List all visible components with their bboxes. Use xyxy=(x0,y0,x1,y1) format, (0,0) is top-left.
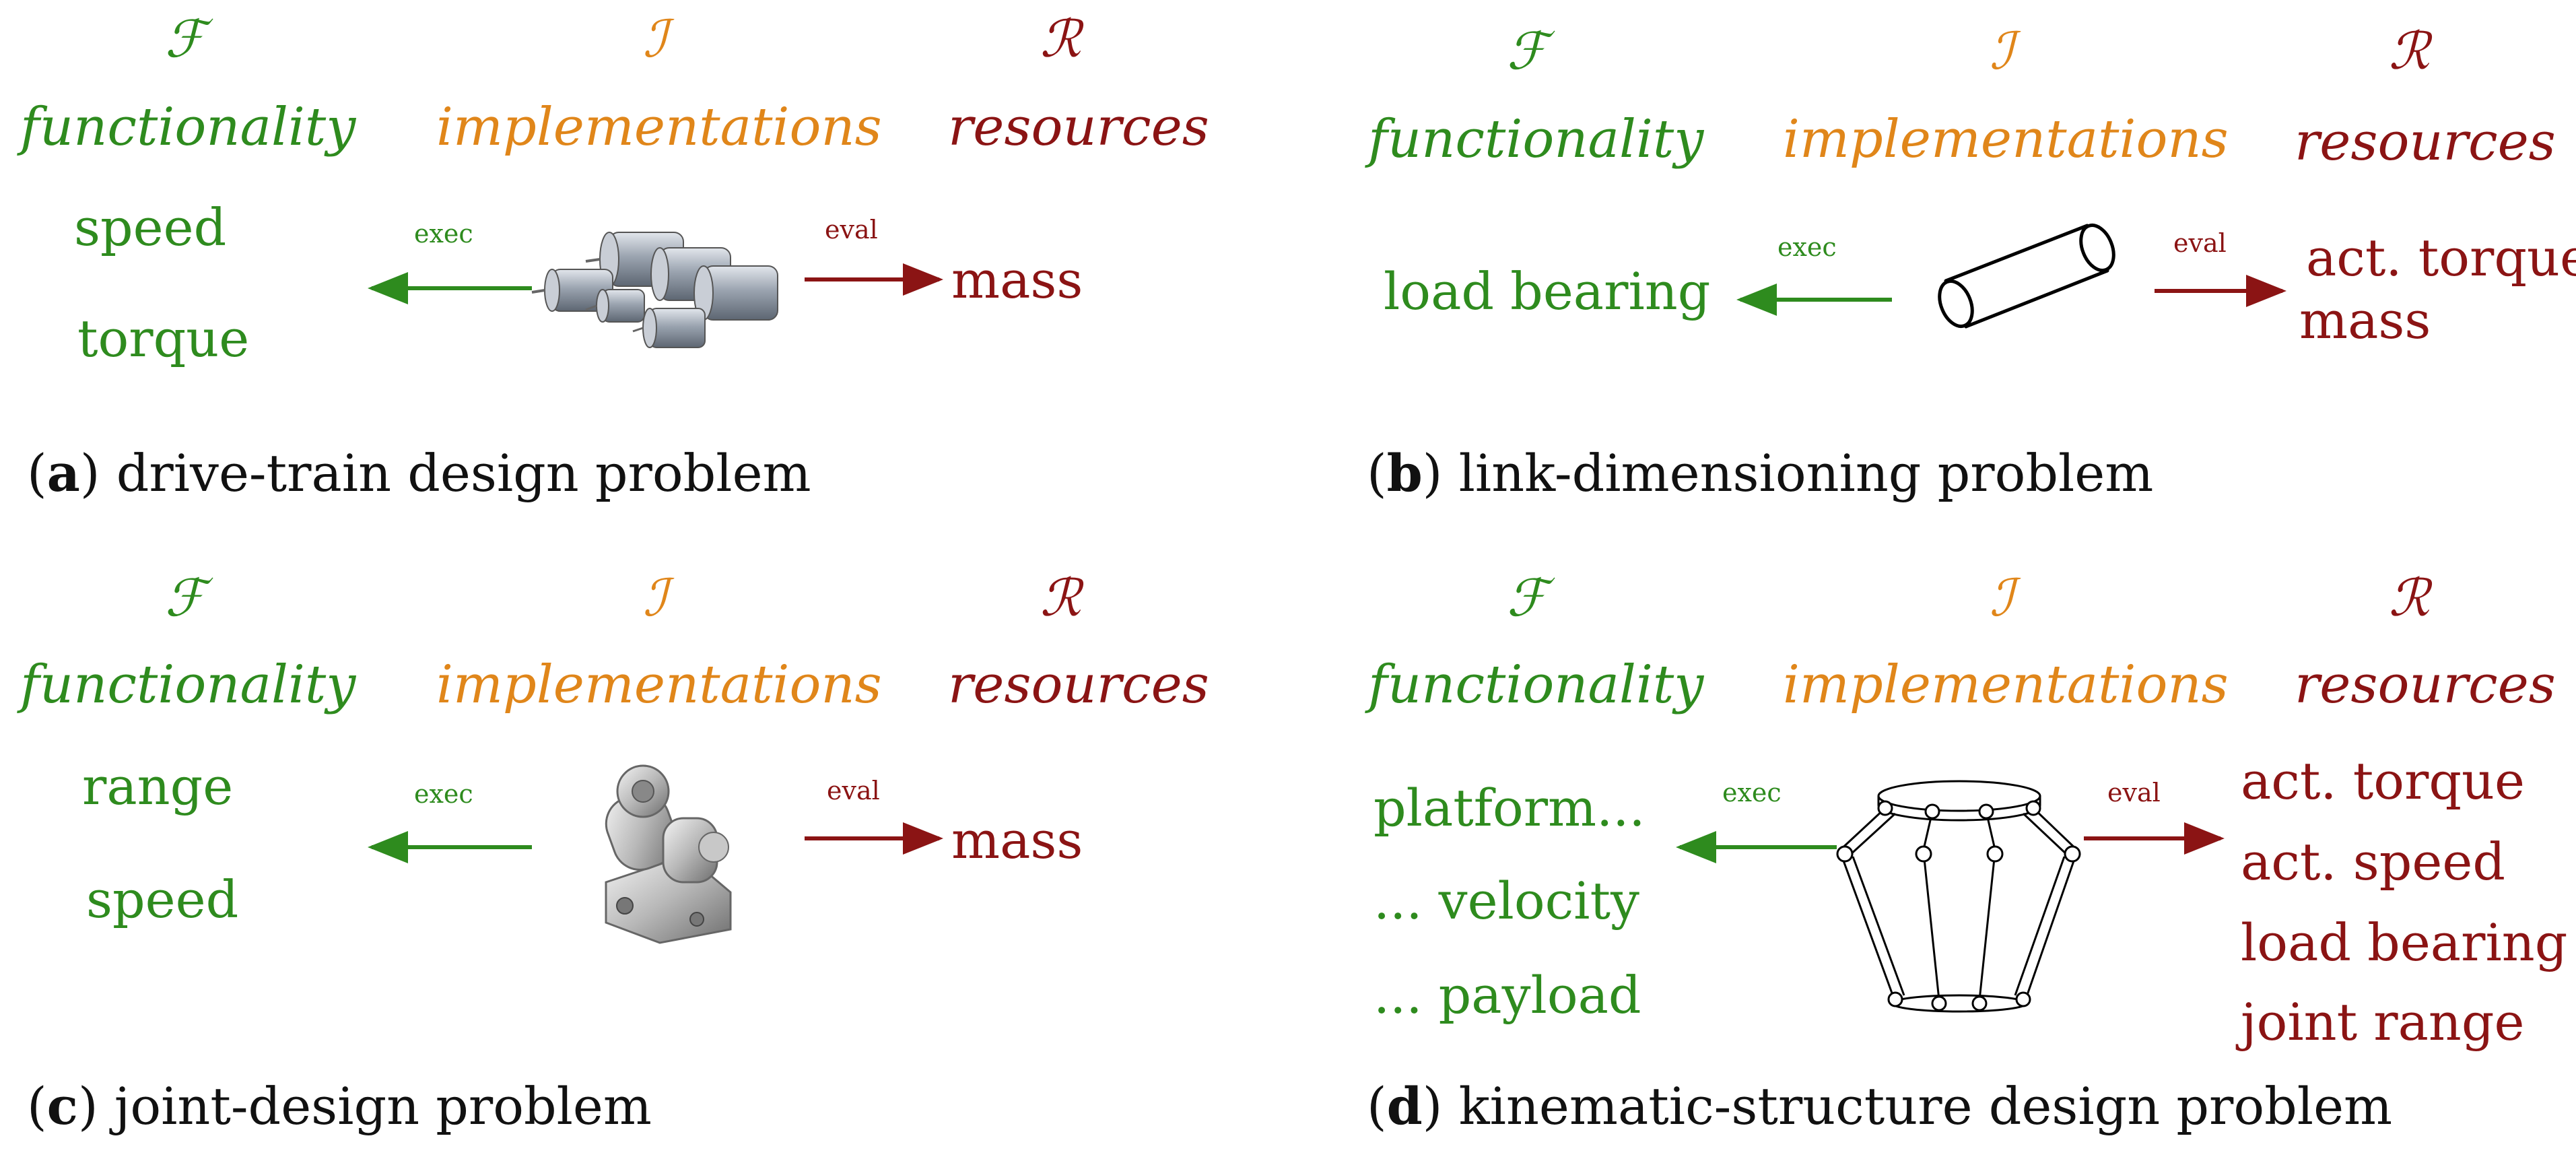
functionality-heading: functionality xyxy=(1368,109,1704,170)
caption-text: drive-train design problem xyxy=(116,443,811,503)
exec-label: exec xyxy=(414,779,473,809)
joint-part-icon xyxy=(605,764,732,944)
functionality-item: speed xyxy=(74,197,227,257)
implementations-symbol: ℐ xyxy=(1990,568,2014,628)
resources-symbol: ℛ xyxy=(2389,568,2430,628)
delta-robot-icon xyxy=(1836,780,2081,1013)
resources-item: mass xyxy=(951,250,1083,310)
caption-letter: d xyxy=(1386,1076,1423,1136)
functionality-item: platform... xyxy=(1374,778,1646,838)
implementations-symbol: ℐ xyxy=(1990,21,2014,81)
resources-item: act. torque xyxy=(2241,751,2525,811)
resources-item: act. torque xyxy=(2306,228,2576,288)
functionality-item: range xyxy=(82,756,234,816)
caption-letter: a xyxy=(46,443,80,503)
exec-label: exec xyxy=(1777,232,1837,262)
caption-b: (b) link-dimensioning problem xyxy=(1367,443,2154,503)
resources-heading: resources xyxy=(948,655,1209,715)
resources-heading: resources xyxy=(2295,112,2556,172)
caption-text: kinematic-structure design problem xyxy=(1458,1076,2393,1136)
resources-item: mass xyxy=(2299,290,2431,350)
caption-d: (d) kinematic-structure design problem xyxy=(1367,1076,2393,1136)
resources-heading: resources xyxy=(2295,655,2556,715)
functionality-item: load bearing xyxy=(1384,261,1711,321)
resources-symbol: ℛ xyxy=(1040,9,1081,69)
exec-label: exec xyxy=(1722,778,1782,807)
resources-symbol: ℛ xyxy=(1040,568,1081,628)
resources-item: mass xyxy=(951,810,1083,870)
implementations-heading: implementations xyxy=(1783,655,2229,715)
functionality-symbol: ℱ xyxy=(1507,568,1547,628)
functionality-heading: functionality xyxy=(20,655,356,715)
functionality-symbol: ℱ xyxy=(165,9,205,69)
caption-text: joint-design problem xyxy=(114,1076,652,1136)
functionality-item: speed xyxy=(86,869,239,929)
functionality-symbol: ℱ xyxy=(165,568,205,628)
eval-label: eval xyxy=(2173,228,2227,258)
caption-text: link-dimensioning problem xyxy=(1458,443,2154,503)
cylinder-link-icon xyxy=(1938,224,2115,329)
implementations-heading: implementations xyxy=(436,655,882,715)
implementations-heading: implementations xyxy=(1783,109,2229,170)
resources-item: act. speed xyxy=(2241,832,2505,892)
functionality-item: ... payload xyxy=(1374,965,1641,1025)
exec-label: exec xyxy=(414,219,473,248)
resources-heading: resources xyxy=(948,97,1209,158)
functionality-heading: functionality xyxy=(1368,655,1704,715)
eval-label: eval xyxy=(825,215,878,244)
functionality-heading: functionality xyxy=(20,97,356,158)
eval-label: eval xyxy=(2107,778,2161,807)
functionality-symbol: ℱ xyxy=(1507,21,1547,81)
functionality-item: ... velocity xyxy=(1374,871,1639,931)
dc-motors-icon xyxy=(531,232,778,348)
caption-letter: c xyxy=(46,1076,78,1136)
resources-item: load bearing xyxy=(2241,913,2568,972)
caption-a: (a) drive-train design problem xyxy=(27,443,811,503)
resources-item: joint range xyxy=(2241,992,2525,1052)
caption-letter: b xyxy=(1386,443,1423,503)
implementations-symbol: ℐ xyxy=(643,568,667,628)
implementations-heading: implementations xyxy=(436,97,882,158)
resources-symbol: ℛ xyxy=(2389,21,2430,81)
caption-c: (c) joint-design problem xyxy=(27,1076,652,1136)
functionality-item: torque xyxy=(77,308,250,368)
eval-label: eval xyxy=(827,776,880,805)
implementations-symbol: ℐ xyxy=(643,9,667,69)
